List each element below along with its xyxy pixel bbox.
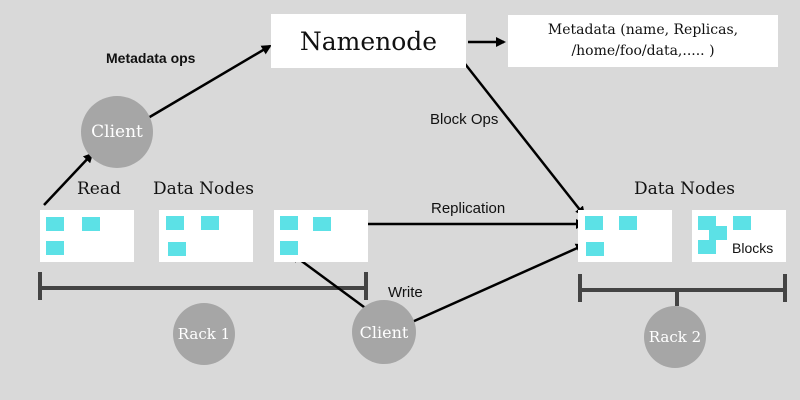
metadata-ops-arrow xyxy=(147,44,272,120)
block xyxy=(280,216,298,230)
metadata-line1: Metadata (name, Replicas, xyxy=(547,22,739,38)
replication-label: Replication xyxy=(431,200,506,217)
metadata-ops-label: Metadata ops xyxy=(106,50,196,66)
client-bottom: Client xyxy=(352,300,416,364)
blocks-label: Blocks xyxy=(732,240,774,256)
block xyxy=(585,216,603,230)
client-bottom-label: Client xyxy=(359,322,409,342)
data-node-5: Blocks xyxy=(692,210,786,262)
rack2-circle: Rack 2 xyxy=(644,306,706,368)
read-label: Read xyxy=(77,179,121,199)
client-top: Client xyxy=(81,96,153,168)
data-node-1 xyxy=(40,210,134,262)
block xyxy=(733,216,751,230)
block xyxy=(168,242,186,256)
block xyxy=(82,217,100,231)
data-nodes-right-label: Data Nodes xyxy=(634,179,735,199)
rack1-label: Rack 1 xyxy=(177,325,231,343)
rack1-circle: Rack 1 xyxy=(173,303,235,365)
metadata-line2: /home/foo/data,..... ) xyxy=(571,43,715,59)
rack1-bar xyxy=(38,272,368,300)
write-arrow-right xyxy=(411,243,586,324)
block-ops-label: Block Ops xyxy=(430,111,499,128)
block xyxy=(313,217,331,231)
block xyxy=(619,216,637,230)
data-node-4 xyxy=(578,210,672,262)
read-arrow xyxy=(43,152,94,206)
block xyxy=(709,226,727,240)
block xyxy=(698,240,716,254)
block xyxy=(166,216,184,230)
block xyxy=(586,242,604,256)
block xyxy=(201,216,219,230)
client-top-label: Client xyxy=(91,122,143,142)
namenode-box: Namenode xyxy=(271,14,466,68)
data-node-3 xyxy=(274,210,368,262)
write-arrow-left xyxy=(290,252,369,312)
block xyxy=(280,241,298,255)
block-ops-arrow xyxy=(461,59,586,217)
namenode-label: Namenode xyxy=(299,26,438,56)
block xyxy=(46,217,64,231)
metadata-box: Metadata (name, Replicas, /home/foo/data… xyxy=(508,15,778,67)
data-node-2 xyxy=(159,210,253,262)
rack2-bar xyxy=(578,274,787,306)
write-label: Write xyxy=(388,284,423,301)
data-nodes-left-label: Data Nodes xyxy=(153,179,254,199)
rack2-label: Rack 2 xyxy=(648,328,702,346)
block xyxy=(46,241,64,255)
